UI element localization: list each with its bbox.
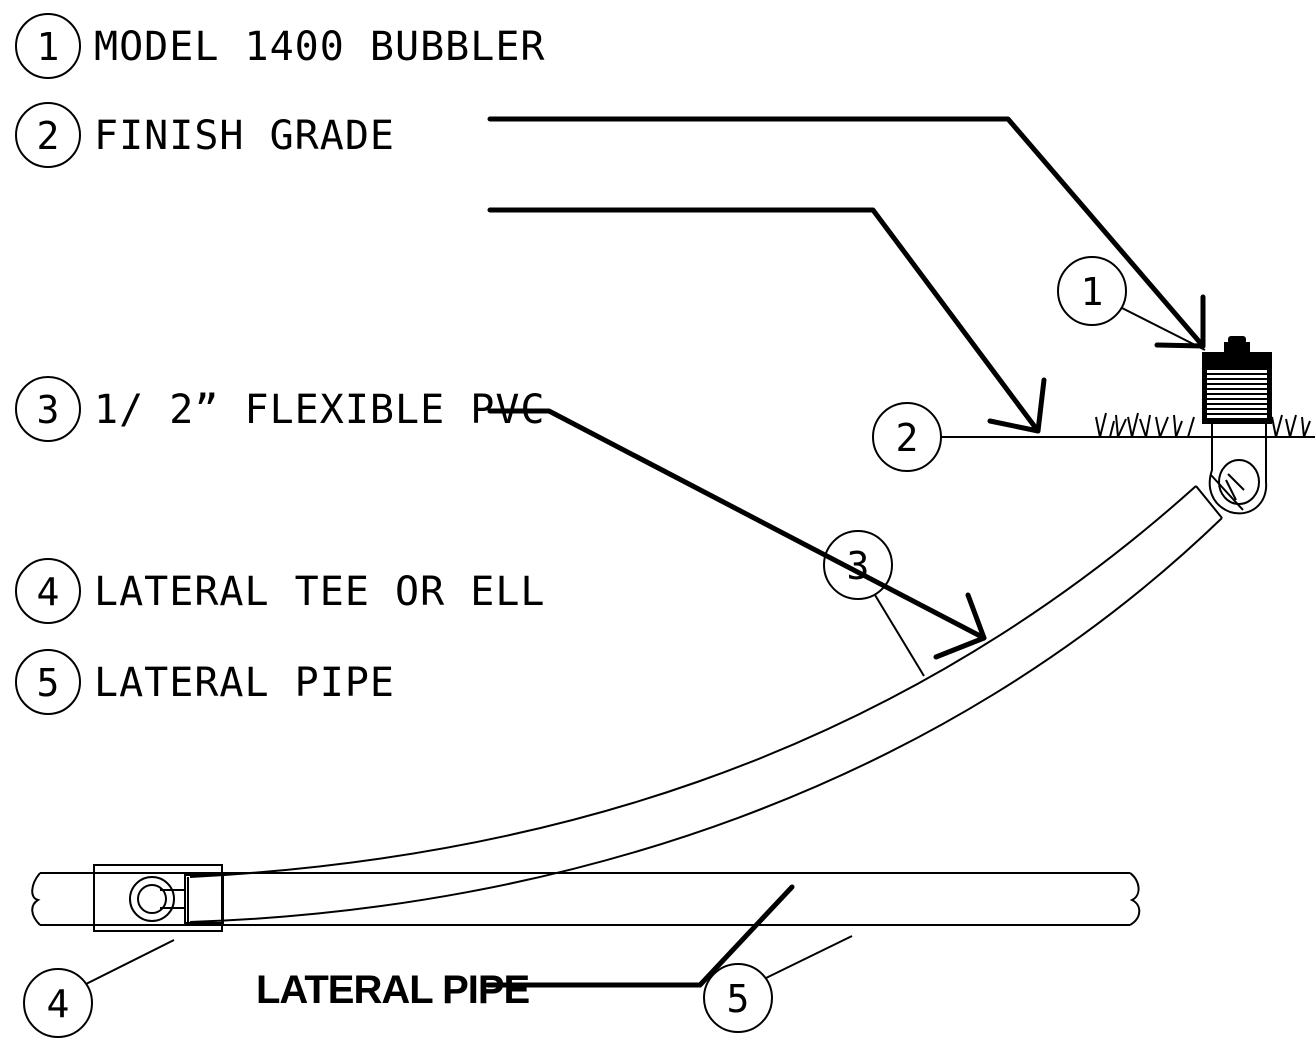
legend-bubble-1: [15, 13, 81, 79]
legend-text-3: 1/ 2” FLEXIBLE PVC: [94, 387, 545, 433]
callouts: 1 2 3 4 5: [23, 256, 1206, 1038]
legend-item-1: 1 MODEL 1400 BUBBLER: [15, 13, 545, 79]
legend-item-3: 3 1/ 2” FLEXIBLE PVC: [15, 376, 545, 442]
legend-item-4: 4 LATERAL TEE OR ELL: [15, 558, 545, 624]
callout-leader-1: [1121, 307, 1206, 351]
legend-num-3: 3: [37, 388, 60, 432]
legend-text-1: MODEL 1400 BUBBLER: [94, 24, 545, 70]
legend-num-5: 5: [37, 661, 60, 705]
callout-bubble-3: [823, 530, 893, 600]
legend-text-5: LATERAL PIPE: [94, 660, 395, 706]
bubbler-head: [1202, 336, 1272, 424]
pvc-upper-edge: [189, 485, 1197, 878]
lateral-pipe-callout: LATERAL PIPE: [256, 884, 795, 1012]
grass-right: [1271, 414, 1311, 438]
lateral-pipe-label: LATERAL PIPE: [256, 968, 530, 1012]
lateral-tee: [93, 864, 224, 932]
legend-num-1: 1: [37, 25, 60, 69]
elbow-outline: [1208, 424, 1268, 515]
riser-elbow: [1208, 424, 1268, 515]
lateral-pipe-break-right: [1129, 872, 1141, 926]
callout-bubble-5: [703, 963, 773, 1033]
tee-adapter: [184, 874, 224, 924]
callout-leader-3: [874, 594, 925, 677]
tee-insert: [160, 889, 186, 909]
legend-text-4: LATERAL TEE OR ELL: [94, 569, 545, 615]
pvc-end-fitting-lower: [187, 876, 223, 922]
lateral-pipe: [31, 872, 1141, 926]
leader-line-pvc: [487, 408, 987, 641]
legend-bubble-4: [15, 558, 81, 624]
legend-num-2: 2: [37, 114, 60, 158]
callout-leader-4: [85, 939, 175, 985]
tee-outlet-outer: [129, 876, 175, 922]
lateral-pipe-break-left: [31, 872, 41, 926]
bubbler-cap: [1228, 336, 1246, 344]
callout-bubble-2: [872, 402, 942, 472]
legend-bubble-3: [15, 376, 81, 442]
callout-bubble-4: [23, 968, 93, 1038]
tee-outlet-inner: [137, 884, 167, 914]
callout-leader-5: [765, 935, 853, 979]
elbow-socket: [1218, 459, 1260, 505]
arrowhead-bubbler: [1154, 294, 1206, 349]
arrowhead-grade: [987, 377, 1047, 434]
arrowhead-pvc: [933, 592, 987, 660]
elbow-inner: [1225, 473, 1245, 501]
bubbler-cap-stem: [1224, 342, 1250, 354]
legend-item-2: 2 FINISH GRADE: [15, 102, 395, 168]
leader-line-grade: [487, 207, 1041, 434]
callout-num-4: 4: [47, 982, 70, 1026]
lateral-pipe-leader: [485, 884, 795, 988]
callout-num-5: 5: [727, 977, 750, 1021]
legend-num-4: 4: [37, 570, 60, 614]
legend-text-2: FINISH GRADE: [94, 113, 395, 159]
callout-num-2: 2: [896, 416, 919, 460]
bubbler-ribs: [1207, 373, 1267, 420]
legend-item-5: 5 LATERAL PIPE: [15, 649, 395, 715]
callout-num-1: 1: [1081, 270, 1104, 314]
grass-left: [1095, 412, 1195, 438]
leader-line-bubbler: [487, 116, 1206, 349]
legend-bubble-2: [15, 102, 81, 168]
finish-grade: [940, 412, 1315, 438]
legend-bubble-5: [15, 649, 81, 715]
callout-num-3: 3: [847, 544, 870, 588]
pvc-end-fitting-upper: [1195, 474, 1244, 519]
pvc-lower-edge: [189, 517, 1223, 923]
flexible-pvc: [187, 474, 1244, 923]
legend: 1 MODEL 1400 BUBBLER 2 FINISH GRADE 3 1/…: [15, 13, 545, 715]
leader-lines: [487, 116, 1206, 660]
callout-bubble-1: [1057, 256, 1127, 326]
